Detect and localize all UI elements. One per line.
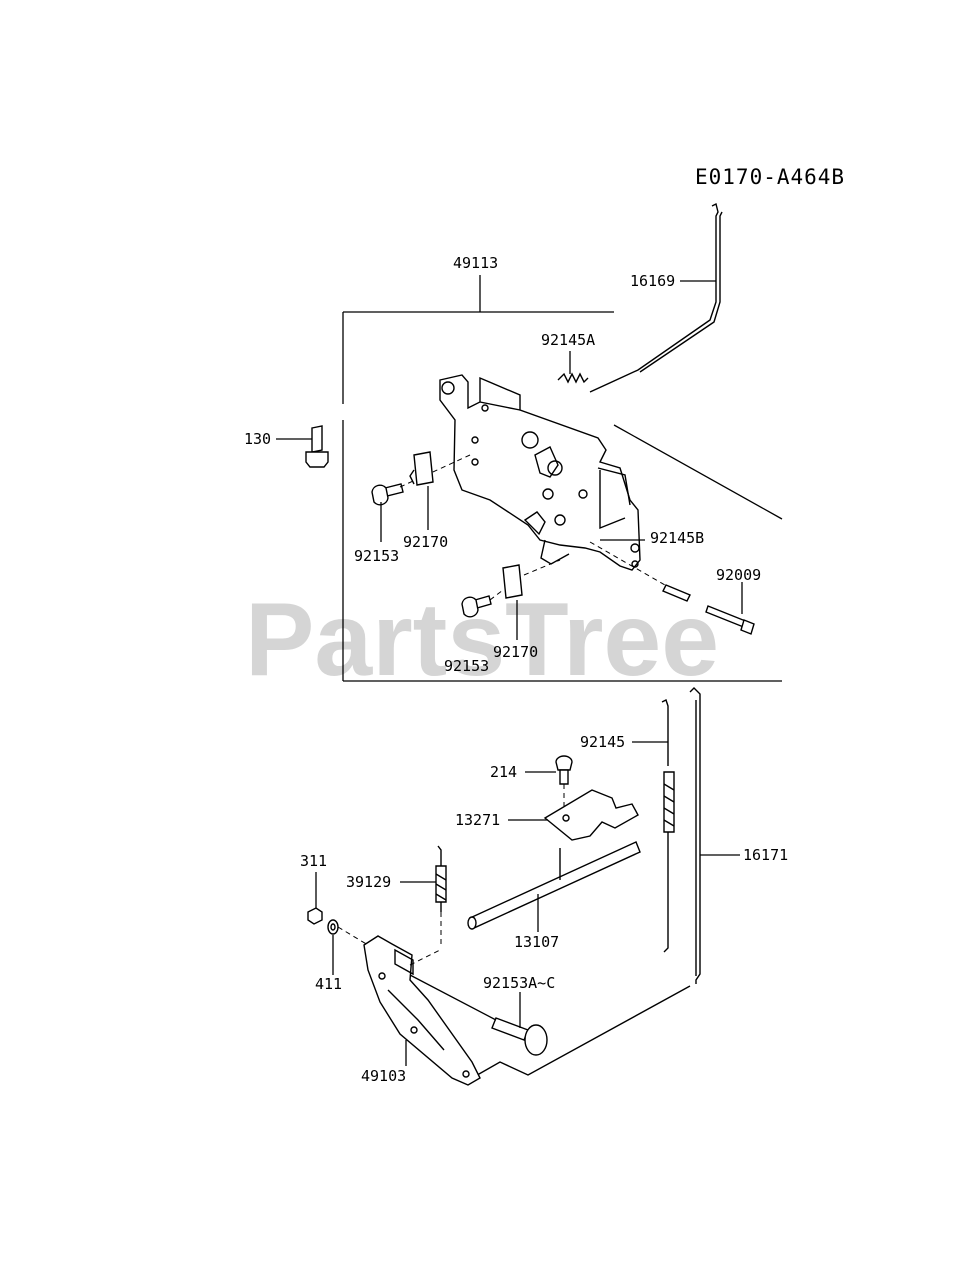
- rod-16171: [471, 687, 740, 1079]
- label-92153-bottom: 92153: [444, 657, 489, 675]
- bolt-130: [276, 425, 329, 468]
- label-130: 130: [244, 430, 271, 448]
- governor-plate: [439, 374, 641, 571]
- label-311: 311: [300, 852, 327, 870]
- label-92145A: 92145A: [541, 331, 595, 349]
- washer-411: [327, 919, 369, 975]
- label-92145: 92145: [580, 733, 625, 751]
- label-214: 214: [490, 763, 517, 781]
- label-92153-top: 92153: [354, 547, 399, 565]
- clip-92170-bottom: [502, 559, 561, 640]
- rod-16169: [589, 202, 723, 393]
- nut-311: [307, 872, 323, 925]
- screw-214: [525, 755, 573, 810]
- spring-92145B: [589, 539, 691, 602]
- label-92170-bottom: 92170: [493, 643, 538, 661]
- label-411: 411: [315, 975, 342, 993]
- label-16169: 16169: [630, 272, 675, 290]
- spring-92145: [632, 699, 675, 953]
- screw-92153-bottom: [461, 589, 504, 618]
- bolt-92009: [705, 582, 755, 635]
- spring-39129: [400, 845, 447, 945]
- lever-49103: [363, 935, 481, 1086]
- label-92145B: 92145B: [650, 529, 704, 547]
- label-49113: 49113: [453, 254, 498, 272]
- diagram-code: E0170-A464B: [695, 165, 845, 189]
- label-13107: 13107: [514, 933, 559, 951]
- pin-92153A: [409, 974, 548, 1056]
- label-13271: 13271: [455, 811, 500, 829]
- label-39129: 39129: [346, 873, 391, 891]
- plate-13271: [508, 789, 639, 841]
- label-16171: 16171: [743, 846, 788, 864]
- screw-92153-top: [371, 454, 471, 542]
- label-92153A: 92153A~C: [483, 974, 555, 992]
- label-92009: 92009: [716, 566, 761, 584]
- spring-92145A: [557, 351, 589, 384]
- assembly-bracket-49113: [342, 275, 783, 682]
- clip-92170-top: [409, 451, 434, 530]
- label-49103: 49103: [361, 1067, 406, 1085]
- label-92170-top: 92170: [403, 533, 448, 551]
- shaft-13107: [467, 841, 641, 932]
